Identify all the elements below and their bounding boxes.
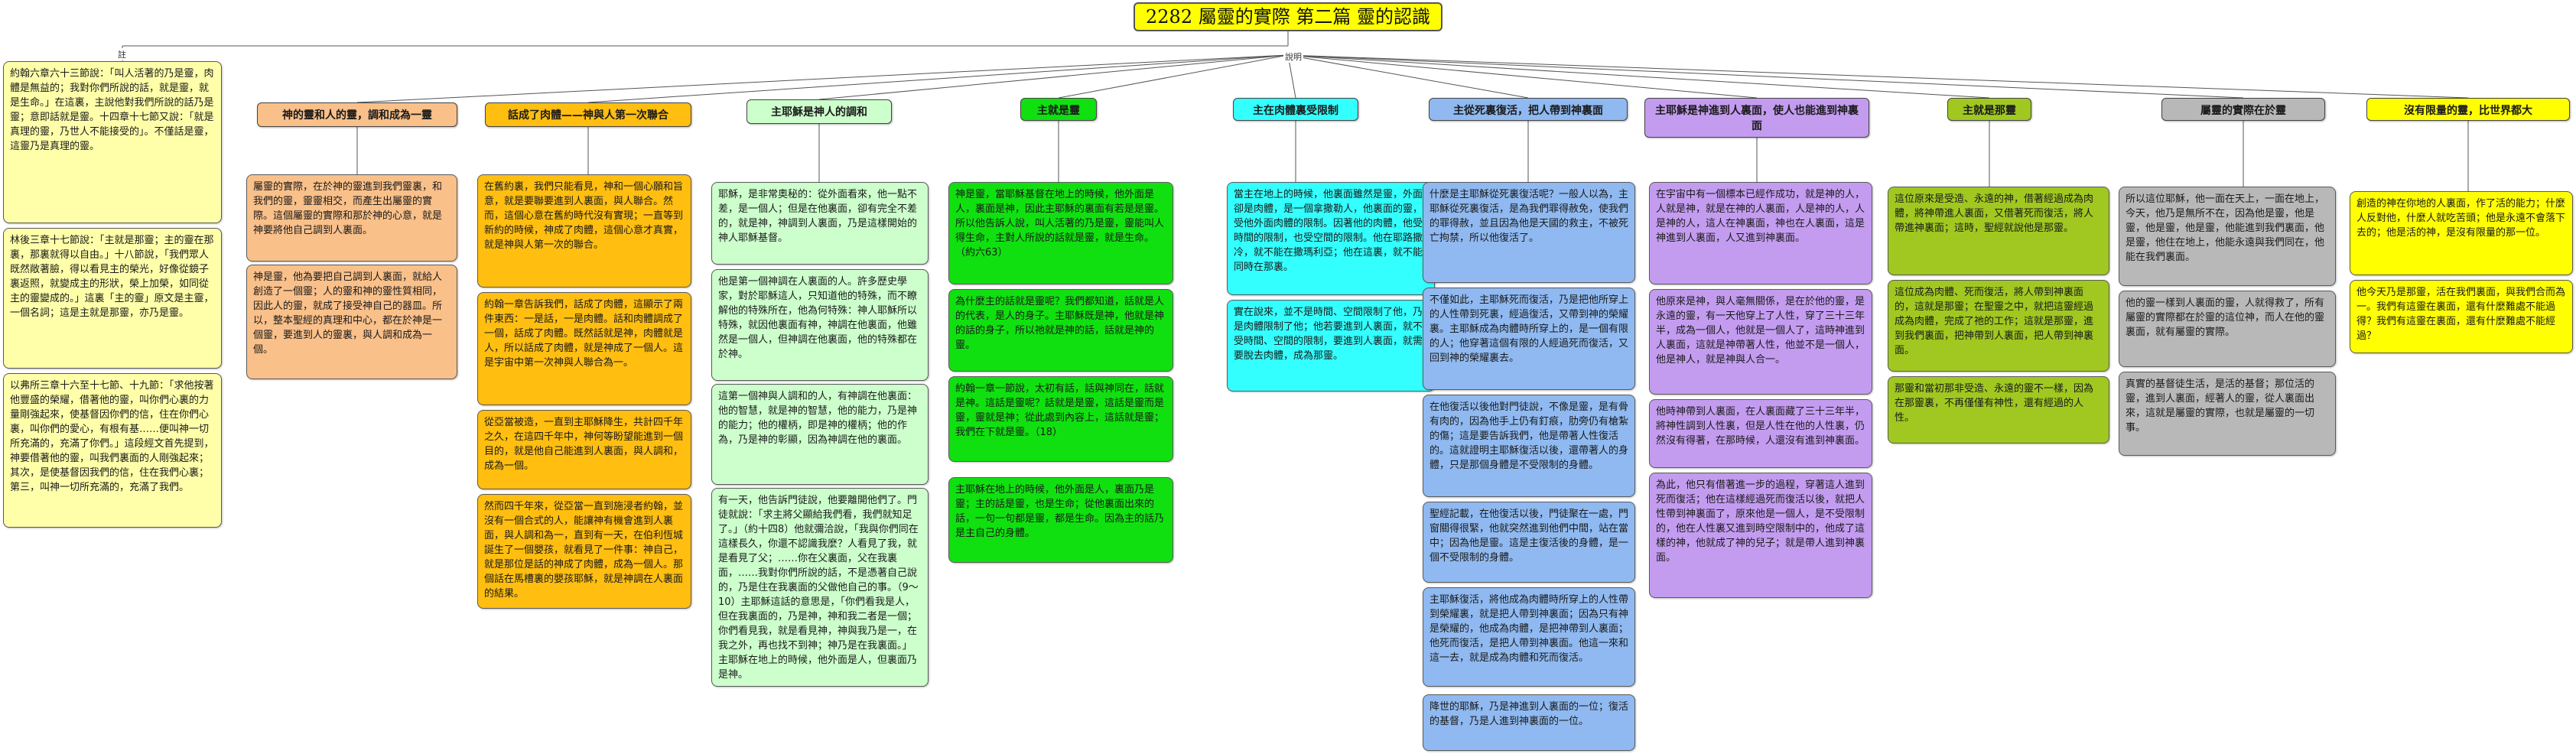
note-box-2: 林後三章十七節說：「主就是那靈；主的靈在那裏，那裏就得以自由。」十八節說，「我們… [3,228,222,369]
resurrection-box-4: 聖經記載，在他復活以後，門徒聚在一處，門窗關得很緊，他就突然進到他們中間，站在當… [1423,502,1635,583]
god-into-man-box-1: 在宇宙中有一個標本已經作成功，就是神的人，人就是神，就是在神的人裏面，人是神的人… [1649,182,1872,284]
header-resurrection: 主從死裏復活，把人帶到神裏面 [1429,98,1628,121]
note-label-mid: 說明 [1283,50,1303,63]
lord-spirit-box-2: 為什麼主的話就是靈呢？我們都知道，話就是人的代表，是人的身子。主耶穌既是神，他就… [948,289,1173,372]
lord-is-spirit-box-2: 這位成為肉體、死而復活，將人帶到神裏面的，這就是那靈；在聖靈之中，就把這靈經過成… [1888,280,2109,372]
god-into-man-box-2: 他原來是神，與人毫無關係，是在於他的靈，是永遠的靈，有一天他穿上了人性，穿了三十… [1649,289,1872,395]
lord-spirit-box-3: 約翰一章一節說，太初有話，話與神同在，話就是神。這話是靈呢？話就是是靈，這話是靈… [948,376,1173,462]
lord-spirit-box-1: 神是靈，當耶穌基督在地上的時候，他外面是人，裏面是神，因此主耶穌的裏面有若是是靈… [948,182,1173,284]
header-connector [356,54,1289,103]
flesh-limit-box-1: 當主在地上的時候，他裏面雖然是靈，外面卻是肉體，是一個拿撒勒人，他裏面的靈，受他… [1227,182,1435,295]
resurrection-box-1: 什麼是主耶穌從死裏復活呢？一般人以為，主耶穌從死裏復活，是為我們罪得赦免，使我們… [1423,182,1635,283]
header-lord-is-spirit: 主就是那靈 [1947,98,2031,121]
header-connector [1058,54,1289,99]
reality-in-spirit-box-3: 真實的基督徒生活，是活的基督；那位活的靈，進到人裏面，經著人的靈，從人裏面出來，… [2119,372,2336,456]
god-man-box-2: 他是第一個神調在人裏面的人。許多歷史學家，對於耶穌這人，只知道他的特殊，而不瞭解… [711,269,929,381]
page-title: 2282 屬靈的實際 第二篇 靈的認識 [1134,2,1442,31]
header-flesh-limit: 主在肉體裏受限制 [1233,98,1358,121]
header-connector [818,54,1289,100]
resurrection-box-2: 不僅如此，主耶穌死而復活，乃是把他所穿上的人性帶到死裏，經過復活，又帶到神的榮耀… [1423,288,1635,390]
word-flesh-box-4: 然而四千年來，從亞當一直到施浸者約翰，並沒有一個合式的人，能讓神有機會進到人裏面… [477,494,691,609]
lord-spirit-box-4: 主耶穌在地上的時候，他外面是人，裏面乃是靈；主的話是靈，也是生命；從他裏面出來的… [948,477,1173,563]
god-man-box-3: 這第一個神與人調和的人，有神調在他裏面：他的智慧，就是神的智慧，他的能力，乃是神… [711,384,929,485]
note-box-1: 約翰六章六十三節說：「叫人活著的乃是靈，肉體是無益的；我對你們所說的話，就是靈，… [3,61,222,223]
god-into-man-box-3: 他時神帶到人裏面，在人裏面藏了三十三年半，將神性調到人性裏，但是人性在他的人性裏… [1649,399,1872,468]
header-god-into-man: 主耶穌是神進到人裏面，使人也能進到神裏面 [1644,98,1869,138]
word-flesh-box-1: 在舊約裏，我們只能看見，神和一個心願和旨意，就是要聯要進到人裏面，與人聯合。然而… [477,174,691,288]
header-reality-in-spirit: 屬靈的實際在於靈 [2161,98,2325,121]
note-box-3: 以弗所三章十六至十七節、十九節：「求他按著他豐盛的榮耀，借著他的靈，叫你們心裏的… [3,373,222,528]
header-connector [587,54,1289,103]
resurrection-box-5: 主耶穌復活，將他成為肉體時所穿上的人性帶到榮耀裏，就是把人帶到神裏面；因為只有神… [1423,587,1635,687]
unlimited-spirit-box-2: 他今天乃是那靈，活在我們裏面，與我們合而為一。我們有這靈在裏面，還有什麼難處不能… [2350,280,2573,353]
header-connector [1287,54,2469,99]
reality-in-spirit-box-2: 他的靈一樣到人裏面的靈，人就得救了，所有屬靈的實際都在於靈的這位神，而人在他的靈… [2119,291,2336,367]
word-flesh-box-2: 約翰一章告訴我們，話成了肉體，這顯示了兩件東西：一是話，一是肉體。話和肉體調成了… [477,292,691,405]
unlimited-spirit-box-1: 創造的神在你地的人裏面，作了活的能力；什麼人反對他，什麼人就吃苦頭；他是永遠不會… [2350,191,2573,275]
god-into-man-box-4: 為此，他只有借著進一步的過程，穿著這人進到死而復活；他在這樣經過死而復活以後，就… [1649,473,1872,598]
header-connector [1287,54,2244,99]
header-spirit-mingling: 神的靈和人的靈，調和成為一靈 [257,102,457,127]
flesh-limit-box-2: 實在說來，並不是時間、空間限制了他，乃是肉體限制了他；他若要進到人裏面，就不受時… [1227,300,1435,392]
spirit-mingling-box-2: 神是靈，他為要把自己調到人裏面，就給人創造了一個靈；人的靈和神的靈性質相同，因此… [246,265,457,379]
header-unlimited-spirit: 沒有限量的靈，比世界都大 [2366,98,2570,121]
resurrection-box-6: 降世的耶穌，乃是神進到人裏面的一位；復活的基督，乃是人進到神裏面的一位。 [1423,694,1635,751]
resurrection-box-3: 在他復活以後他對門徒說，不像是靈，是有骨有肉的，因為他手上仍有釘痕，肋旁仍有槍紮… [1423,395,1635,497]
note-label-top: 註 [116,48,128,60]
lord-is-spirit-box-3: 那靈和當初那非受造、永遠的靈不一樣，因為在那靈裏，不再僅僅有神性，還有經過的人性… [1888,376,2109,444]
header-word-flesh: 話成了肉體——神與人第一次聯合 [485,102,691,127]
spirit-mingling-box-1: 屬靈的實際，在於神的靈進到我們靈裏，和我們的靈，靈靈相交，而產生出屬靈的實際。這… [246,174,457,262]
god-man-box-1: 耶穌，是非常奧秘的：從外面看來，他一點不差，是一個人；但是在他裏面，卻有完全不差… [711,182,929,265]
header-connector [1287,54,1990,99]
god-man-box-4: 有一天，他告訴門徒說，他要離開他們了。門徒就說：「求主將父顯給我們看，我們就知足… [711,488,929,687]
header-connector [1287,54,1529,99]
lord-is-spirit-box-1: 這位原來是受造、永遠的神，借著經過成為肉體，將神帶進人裏面，又借著死而復活，將人… [1888,187,2109,275]
header-god-man: 主耶穌是神人的調和 [746,99,892,124]
reality-in-spirit-box-1: 所以這位耶穌，他一面在天上，一面在地上，今天，他乃是無所不在，因為他是靈，他是靈… [2119,187,2336,286]
word-flesh-box-3: 從亞當被造，一直到主耶穌降生，共計四千年之久，在這四千年中，神何等盼望能進到一個… [477,410,691,489]
header-connector [1287,54,1758,99]
header-lord-spirit: 主就是靈 [1020,98,1097,121]
